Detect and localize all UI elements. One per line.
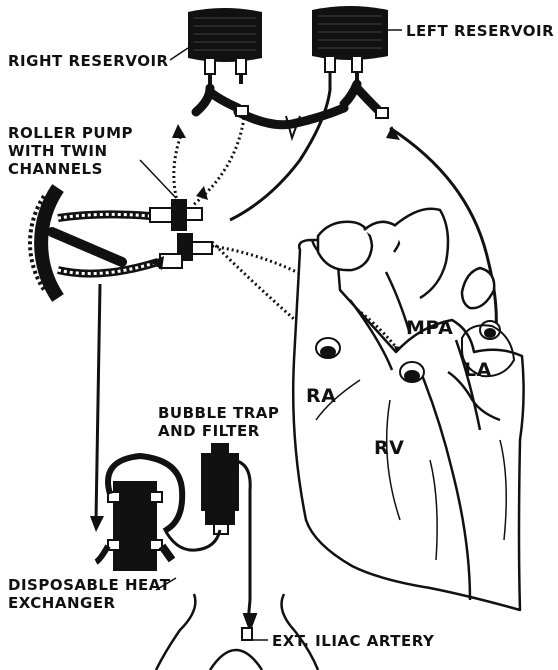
roller-pump [30,188,158,298]
pump-manifold [150,200,212,268]
left-reservoir [312,6,388,84]
label-mpa: MPA [406,317,453,339]
label-bubble-trap-line1: BUBBLE TRAP [158,404,279,422]
label-rv: RV [374,437,404,459]
heat-exchanger-inflow-arrow [90,516,104,532]
label-la: LA [464,359,492,381]
label-heat-exchanger-line2: EXCHANGER [8,594,116,612]
label-roller-pump-line3: CHANNELS [8,160,103,178]
label-right-reservoir: RIGHT RESERVOIR [8,52,169,70]
reservoir-y-connectors [196,72,388,220]
label-iliac-artery: EXT. ILIAC ARTERY [272,632,435,650]
label-roller-pump-line2: WITH TWIN [8,142,108,160]
pump-outflow-line [96,284,100,520]
label-heat-exchanger-line1: DISPOSABLE HEAT [8,576,171,594]
label-left-reservoir: LEFT RESERVOIR [406,22,554,40]
label-ra: RA [306,385,336,407]
label-bubble-trap-line2: AND FILTER [158,422,260,440]
heat-exchanger [96,456,182,570]
right-reservoir [188,8,262,88]
label-roller-pump-line1: ROLLER PUMP [8,124,133,142]
